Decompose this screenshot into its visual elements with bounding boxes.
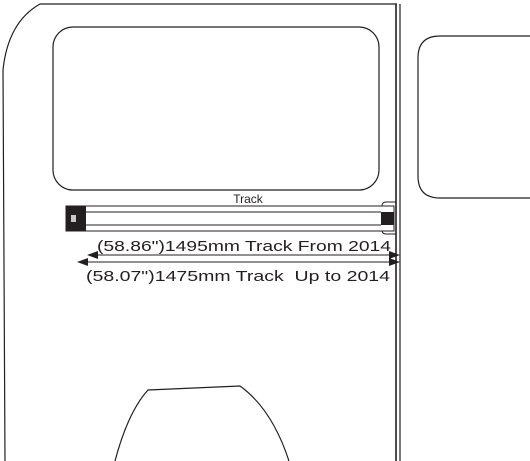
track-front-bolt	[71, 215, 76, 222]
track-rail-outer	[65, 205, 395, 232]
track-label: Track	[233, 192, 264, 206]
arrowhead-left-up-to-2014	[77, 258, 88, 266]
wheel-arch	[114, 385, 290, 461]
measurement-up-to-2014-label: (58.07")1475mm Track Up to 2014	[86, 268, 390, 285]
measurement-from-2014-label: (58.86")1495mm Track From 2014	[97, 238, 391, 255]
track-rear-end-cap	[381, 212, 394, 225]
arrowhead-right-from-2014	[389, 251, 400, 259]
arrowhead-left-from-2014	[87, 251, 98, 259]
door-window	[52, 26, 380, 191]
arrowhead-right-up-to-2014	[389, 258, 400, 266]
rear-window	[417, 35, 530, 199]
van-body-outline	[2, 3, 397, 461]
